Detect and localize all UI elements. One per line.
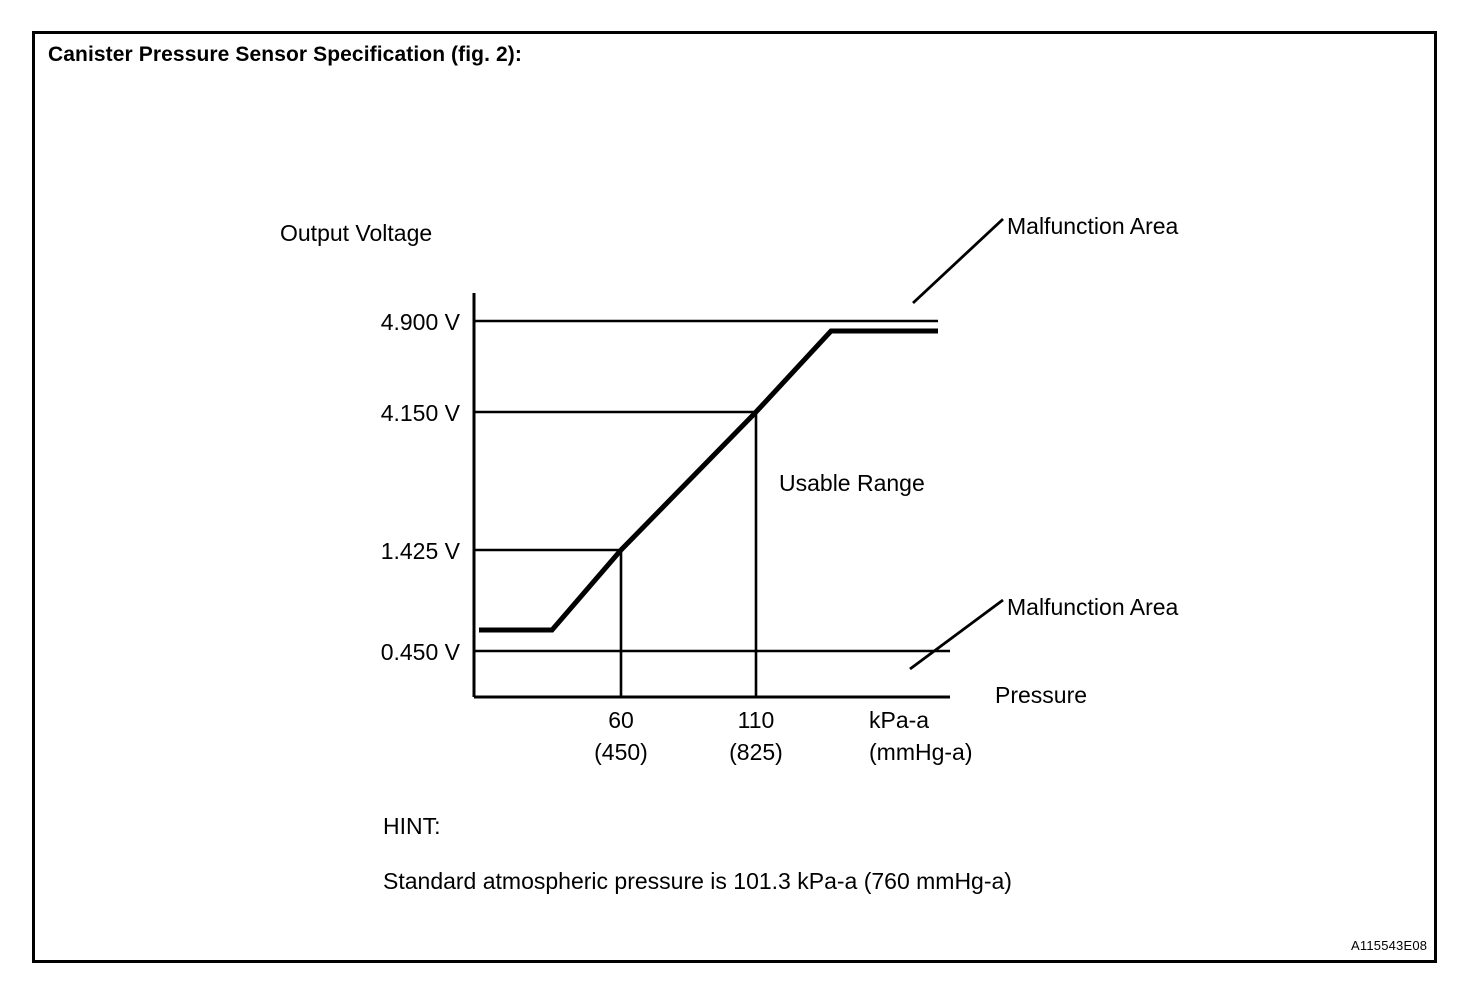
y-axis-title: Output Voltage [280,220,433,246]
hint-label: HINT: [383,813,441,839]
y-tick-label-4150mv: 4.150 V [380,400,460,426]
figure-frame [32,31,1437,963]
figure-code: A115543E08 [1351,938,1428,953]
leader-line-malfunction-bottom [909,598,1004,671]
x-axis-title: Pressure [995,682,1088,708]
leader-line-malfunction-top [912,217,1004,305]
sensor-output-curve [479,328,938,633]
x-tick-60kpa: 60 (450) [551,707,691,766]
hint-text: Standard atmospheric pressure is 101.3 k… [383,868,1012,894]
x-tick-110kpa: 110 (825) [686,707,826,766]
usable-range-label: Usable Range [779,470,925,496]
page-title: Canister Pressure Sensor Specification (… [48,43,522,66]
y-tick-label-1425mv: 1.425 V [380,538,460,564]
malfunction-area-top-label: Malfunction Area [1007,213,1179,239]
x-tick-110kpa-secondary: (825) [729,739,783,765]
y-tick-label-4900mv: 4.900 V [380,309,460,335]
y-tick-label-450mv: 0.450 V [380,639,460,665]
x-axis-unit-secondary: (mmHg-a) [869,739,973,765]
x-tick-60kpa-primary: 60 [608,707,634,733]
x-tick-60kpa-secondary: (450) [594,739,648,765]
x-axis-units: kPa-a (mmHg-a) [869,707,1019,766]
x-axis-unit-primary: kPa-a [869,707,930,733]
x-tick-110kpa-primary: 110 [737,707,775,733]
malfunction-area-bottom-label: Malfunction Area [1007,594,1179,620]
